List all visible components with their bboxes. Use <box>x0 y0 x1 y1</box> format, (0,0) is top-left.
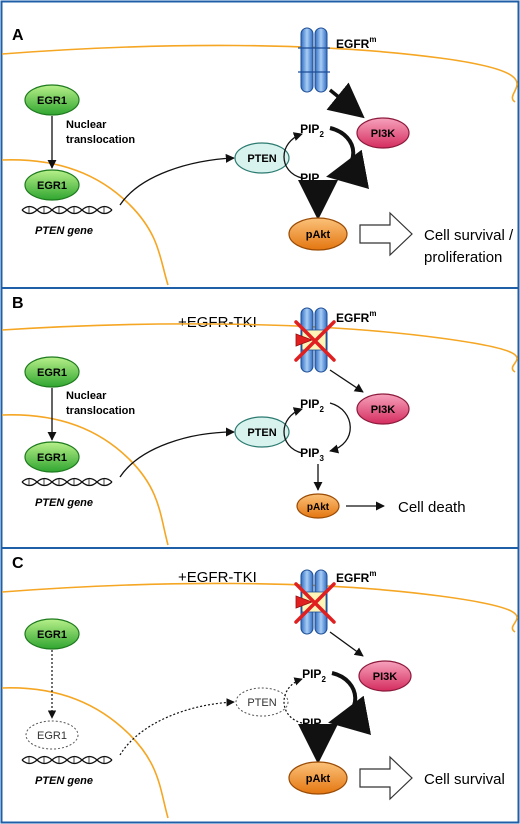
egfr-activation-arrow <box>329 631 364 657</box>
pi3k-label: PI3K <box>371 404 396 416</box>
pten-label: PTEN <box>247 153 276 165</box>
pi3k-label: PI3K <box>371 128 396 140</box>
egr1-nuclear-node <box>24 169 80 201</box>
egfr-activation-arrow <box>329 369 364 393</box>
tki-inhibitor-icon <box>295 333 314 347</box>
pip2-label: PIP2 <box>302 667 326 684</box>
pip2-label: PIP2 <box>300 397 324 414</box>
pakt-label: pAkt <box>307 502 330 513</box>
egr1-label: EGR1 <box>37 629 67 641</box>
panel-c: C +EGFR-TKI EGFRm EGR1 EGR1 PTEN gene PT… <box>1 555 518 819</box>
egr1-nuclear-label: EGR1 <box>37 180 67 192</box>
pip3-label: PIP3 <box>300 171 324 188</box>
pi3k-node <box>358 660 412 692</box>
outcome-label: Cell survival <box>424 771 505 788</box>
inhibition-cross-icon <box>294 582 336 624</box>
nuclear-membrane <box>1 687 169 819</box>
cell-membrane <box>1 582 518 633</box>
pten-dephosphorylation-arrow <box>283 132 303 179</box>
outcome-label: Cell survival / <box>424 227 514 244</box>
translocation-label: translocation <box>66 405 135 417</box>
pi3k-label: PI3K <box>373 671 398 683</box>
pten-node <box>235 687 289 717</box>
pip3-label: PIP3 <box>300 446 324 463</box>
receptor-label: EGFRm <box>336 309 376 325</box>
panel-b: B +EGFR-TKI EGFRm EGR1 Nuclear transloca… <box>1 295 518 546</box>
gene-label: PTEN gene <box>35 497 93 509</box>
translocation-label: translocation <box>66 134 135 146</box>
treatment-label: +EGFR-TKI <box>178 569 257 586</box>
pip2-label: PIP2 <box>300 122 324 139</box>
pten-node <box>234 142 290 174</box>
panel-label: A <box>12 27 24 44</box>
panel-a: A EGFRm EGR1 Nuclear translocation EGR1 … <box>1 27 518 286</box>
egr1-node <box>24 356 80 388</box>
pten-dephosphorylation-arrow <box>283 677 303 724</box>
egr1-node <box>24 84 80 116</box>
pi3k-phosphorylation-arrow <box>326 126 370 189</box>
pi3k-node <box>356 393 410 425</box>
pakt-node <box>288 761 348 795</box>
translocation-label: Nuclear <box>66 119 107 131</box>
outcome-block-arrow <box>359 755 413 801</box>
pten-label: PTEN <box>247 427 276 439</box>
panel-label: B <box>12 295 24 312</box>
expression-arrow <box>119 153 235 206</box>
egfr-activation-arrow <box>326 82 365 119</box>
reduced-expression-arrow <box>119 698 235 756</box>
egr1-label: EGR1 <box>37 95 67 107</box>
dna-helix <box>21 205 113 215</box>
cell-membrane <box>1 323 518 373</box>
egr1-node <box>24 618 80 650</box>
outcome-label: Cell death <box>398 499 466 516</box>
panel-label: C <box>12 555 24 572</box>
dna-helix <box>21 477 113 487</box>
pakt-node <box>288 217 348 251</box>
outcome-block-arrow <box>359 211 413 257</box>
pakt-node <box>296 493 340 519</box>
receptor-label: EGFRm <box>336 569 376 585</box>
pten-label: PTEN <box>247 697 276 709</box>
pi3k-phosphorylation-arrow <box>329 402 351 454</box>
gene-label: PTEN gene <box>35 775 93 787</box>
egr1-nuclear-label: EGR1 <box>37 730 67 742</box>
pi3k-phosphorylation-arrow <box>328 671 372 735</box>
dna-helix <box>21 755 113 765</box>
pip3-label: PIP3 <box>302 716 326 733</box>
egfr-receptor <box>298 27 330 93</box>
treatment-label: +EGFR-TKI <box>178 314 257 331</box>
pakt-label: pAkt <box>306 773 331 785</box>
translocation-label: Nuclear <box>66 390 107 402</box>
expression-arrow <box>119 427 235 478</box>
tki-inhibitor-icon <box>295 595 314 609</box>
inhibition-cross-icon <box>294 320 336 362</box>
egr1-nuclear-label: EGR1 <box>37 452 67 464</box>
receptor-label: EGFRm <box>336 35 376 51</box>
egr1-nuclear-node <box>25 720 79 750</box>
nuclear-membrane <box>1 414 169 546</box>
egr1-label: EGR1 <box>37 367 67 379</box>
egr1-nuclear-node <box>24 441 80 473</box>
gene-label: PTEN gene <box>35 225 93 237</box>
pi3k-node <box>356 117 410 149</box>
cell-membrane <box>1 44 518 103</box>
pten-node <box>234 416 290 448</box>
nuclear-membrane <box>1 159 169 286</box>
pakt-label: pAkt <box>306 229 331 241</box>
outcome-label: proliferation <box>424 249 502 266</box>
pten-dephosphorylation-arrow <box>283 407 303 454</box>
